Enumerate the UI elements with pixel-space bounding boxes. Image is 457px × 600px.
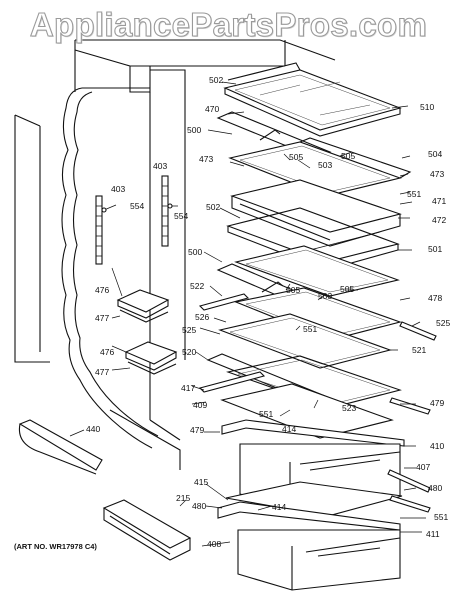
callout-479: 479 (190, 425, 205, 435)
callout-477: 477 (95, 367, 110, 377)
callout-417: 417 (181, 383, 196, 393)
callout-408: 408 (207, 539, 222, 549)
callout-476: 476 (100, 347, 115, 357)
callout-500: 500 (187, 125, 202, 135)
callout-472: 472 (432, 215, 447, 225)
callout-407: 407 (416, 462, 431, 472)
callout-473: 473 (199, 154, 214, 164)
watermark: AppliancePartsPros.com (29, 5, 428, 43)
callout-554: 554 (174, 211, 189, 221)
drawer-408 (217, 481, 431, 591)
callout-551: 551 (407, 189, 422, 199)
callout-470: 470 (205, 104, 220, 114)
callout-479: 479 (430, 398, 445, 408)
callout-415: 415 (194, 477, 209, 487)
door-bin-440 (18, 419, 103, 475)
callout-480: 480 (192, 501, 207, 511)
callout-504: 504 (428, 149, 443, 159)
callout-551: 551 (303, 324, 318, 334)
callout-502: 502 (206, 202, 221, 212)
callout-414: 414 (272, 502, 287, 512)
callout-500: 500 (188, 247, 203, 257)
callout-476: 476 (95, 285, 110, 295)
callout-520: 520 (182, 347, 197, 357)
callout-473: 473 (430, 169, 445, 179)
callout-554: 554 (130, 201, 145, 211)
callout-403: 403 (153, 161, 168, 171)
callout-503: 503 (318, 160, 333, 170)
callout-551: 551 (259, 409, 274, 419)
callout-510: 510 (420, 102, 435, 112)
callout-525: 525 (436, 318, 451, 328)
door-gasket (61, 87, 159, 449)
callout-403: 403 (111, 184, 126, 194)
callout-215: 215 (176, 493, 191, 503)
callout-505: 505 (289, 152, 304, 162)
callout-440: 440 (86, 424, 101, 434)
callout-521: 521 (412, 345, 427, 355)
callout-409: 409 (193, 400, 208, 410)
callout-502: 502 (209, 75, 224, 85)
callout-522: 522 (190, 281, 205, 291)
door-bin-215 (102, 499, 192, 561)
callout-551: 551 (434, 512, 449, 522)
callout-505: 505 (341, 151, 356, 161)
top-glass-shelf (216, 62, 402, 159)
callout-523: 523 (342, 403, 357, 413)
callout-501: 501 (428, 244, 443, 254)
small-bins (116, 289, 178, 375)
callout-505: 505 (340, 284, 355, 294)
shelf-ladders (95, 175, 178, 265)
callout-414: 414 (282, 424, 297, 434)
callout-480: 480 (428, 483, 443, 493)
callout-503: 503 (318, 291, 333, 301)
callout-478: 478 (428, 293, 443, 303)
callout-411: 411 (426, 529, 440, 539)
cabinet-outline (14, 39, 336, 470)
callout-477: 477 (95, 313, 110, 323)
art-number-label: (ART NO. WR17978 C4) (14, 542, 97, 551)
callout-525: 525 (182, 325, 197, 335)
frame-520 (198, 353, 431, 439)
callout-526: 526 (195, 312, 210, 322)
leader-lines (69, 81, 426, 547)
callout-410: 410 (430, 441, 445, 451)
callout-471: 471 (432, 196, 447, 206)
tray-471 (226, 179, 402, 271)
callout-505: 505 (286, 285, 301, 295)
